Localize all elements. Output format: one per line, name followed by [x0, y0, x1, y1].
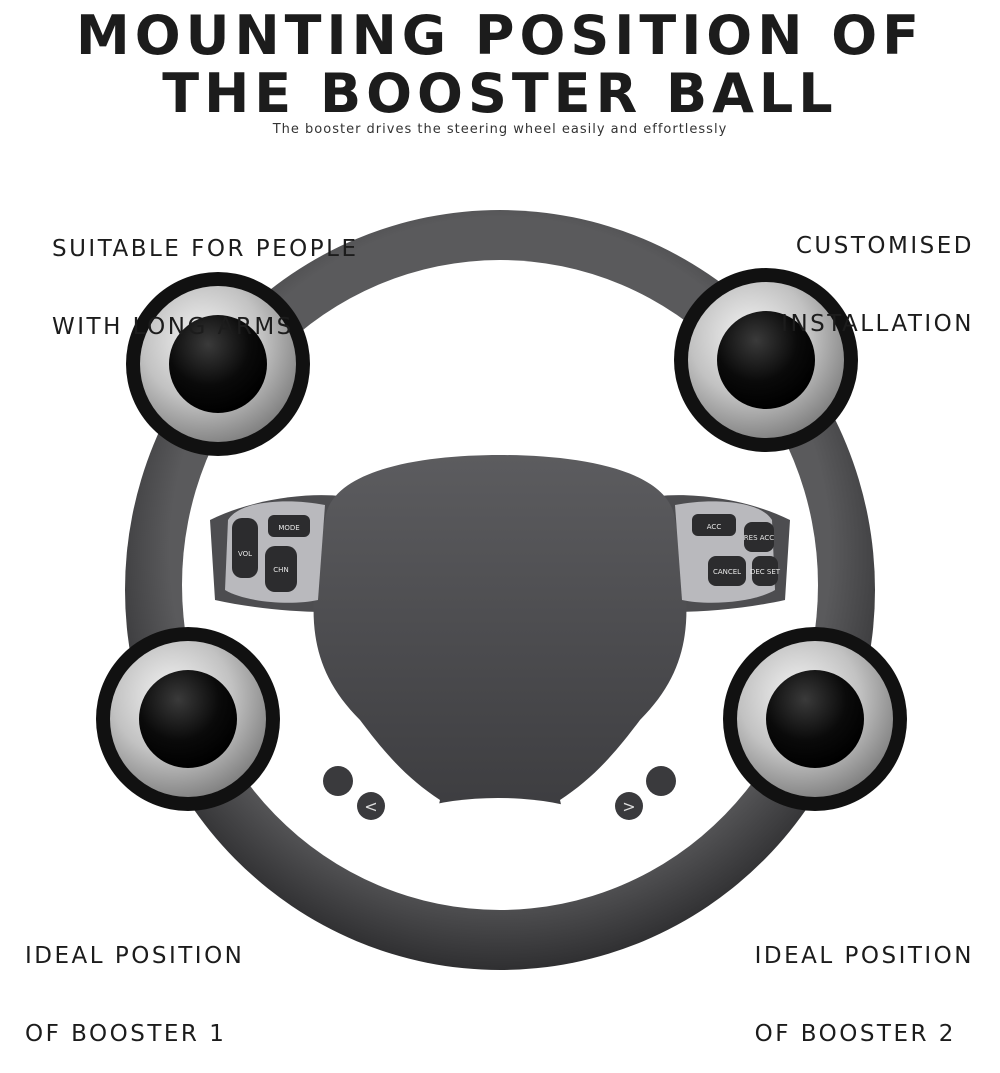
- callout-long-arms-line-1: SUITABLE FOR PEOPLE: [52, 236, 359, 262]
- chevron-left-icon: <: [364, 797, 377, 816]
- phone-button[interactable]: [646, 766, 676, 796]
- right-control-panel: ACC RES ACC CANCEL DEC SET: [675, 501, 781, 603]
- res-acc-button[interactable]: [744, 522, 774, 552]
- callout-booster-2-line-2: OF BOOSTER 2: [754, 1021, 956, 1047]
- res-acc-label: RES ACC: [744, 534, 775, 542]
- booster-ball-top-right: [674, 268, 858, 452]
- cancel-button[interactable]: [708, 556, 746, 586]
- lower-left-buttons: <: [323, 766, 385, 820]
- channel-label: CHN: [273, 566, 288, 574]
- callout-booster-1-line-1: IDEAL POSITION: [25, 943, 245, 969]
- callout-long-arms: SUITABLE FOR PEOPLE WITH LONG ARMS: [52, 184, 359, 366]
- subtitle: The booster drives the steering wheel ea…: [272, 122, 728, 137]
- title-line-1: MOUNTING POSITION OF: [75, 4, 924, 67]
- volume-label: VOL: [238, 550, 252, 558]
- booster-ball-bottom-right: [723, 627, 907, 811]
- channel-button[interactable]: [265, 546, 297, 592]
- booster-ball-bottom-left: [96, 627, 280, 811]
- volume-button[interactable]: [232, 518, 258, 578]
- callout-booster-1-line-2: OF BOOSTER 1: [25, 1021, 227, 1047]
- acc-label: ACC: [707, 523, 722, 531]
- prev-button[interactable]: [357, 792, 385, 820]
- acc-button[interactable]: [692, 514, 736, 536]
- callout-booster-2-line-1: IDEAL POSITION: [754, 943, 974, 969]
- callout-customised-line-2: INSTALLATION: [781, 311, 974, 337]
- lower-right-buttons: >: [615, 766, 676, 820]
- mode-label: MODE: [278, 524, 299, 532]
- steering-wheel-illustration: VOL MODE CHN ACC RES ACC CANCEL DEC SET …: [96, 210, 907, 970]
- callout-customised-line-1: CUSTOMISED: [795, 233, 974, 259]
- mode-button[interactable]: [268, 515, 310, 537]
- callout-booster-2: IDEAL POSITION OF BOOSTER 2: [755, 891, 974, 1073]
- dec-set-button[interactable]: [752, 556, 778, 586]
- callout-customised-installation: CUSTOMISED INSTALLATION: [781, 181, 974, 363]
- booster-ball-top-left: [126, 272, 310, 456]
- title-line-2: THE BOOSTER BALL: [162, 62, 838, 125]
- cancel-label: CANCEL: [713, 568, 741, 576]
- voice-button[interactable]: [323, 766, 353, 796]
- dec-set-label: DEC SET: [750, 568, 781, 576]
- callout-long-arms-line-2: WITH LONG ARMS: [52, 314, 294, 340]
- next-button[interactable]: [615, 792, 643, 820]
- left-control-panel: VOL MODE CHN: [225, 501, 325, 603]
- chevron-right-icon: >: [622, 797, 635, 816]
- callout-booster-1: IDEAL POSITION OF BOOSTER 1: [25, 891, 244, 1073]
